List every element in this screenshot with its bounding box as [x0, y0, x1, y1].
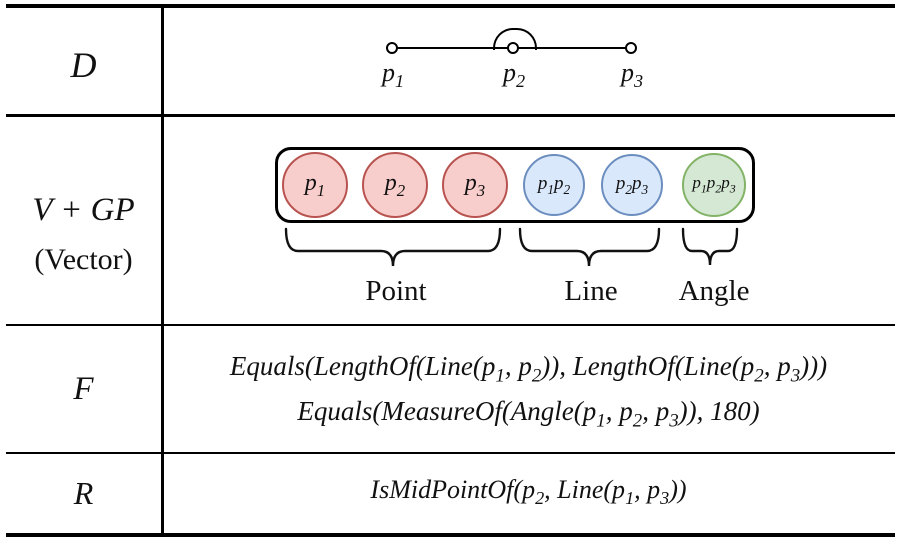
row-label-d: D: [70, 45, 97, 85]
row-label-vgp-sub: (Vector): [34, 243, 133, 276]
row-divider-f: [6, 452, 895, 454]
vector-circle-p2p3-label: p2p3: [615, 172, 649, 197]
column-divider: [161, 4, 164, 536]
formula-equals-measure: Equals(MeasureOf(Angle(p1, p2, p3)), 180…: [297, 396, 760, 432]
group-label-point: Point: [365, 275, 427, 307]
diagram-point-p3: [625, 42, 637, 54]
vector-box: [275, 147, 755, 223]
diagram-label-p3: p3: [620, 58, 644, 92]
relation-ismidpointof: IsMidPointOf(p2, Line(p1, p3)): [370, 475, 687, 509]
line-group-brace: [518, 227, 661, 267]
vector-circle-p1p2p3: p1p2p3: [682, 153, 746, 217]
vector-circle-p1-label: p1: [304, 169, 326, 200]
group-label-angle: Angle: [678, 275, 750, 307]
vector-circle-p2p3: p2p3: [601, 154, 663, 216]
row-label-f: F: [73, 371, 94, 407]
vector-circle-p2-label: p2: [384, 169, 406, 200]
diagram-label-p2: p2: [502, 58, 526, 92]
formula-equals-length: Equals(LengthOf(Line(p1, p2)), LengthOf(…: [229, 351, 828, 387]
vector-circle-p3: p3: [442, 152, 508, 218]
vector-circle-p3-label: p3: [464, 169, 486, 200]
diagram-point-p2: [507, 42, 519, 54]
row-divider-d: [6, 114, 895, 117]
diagram-label-p1: p1: [381, 58, 405, 92]
table-top-border: [6, 4, 895, 8]
vector-circle-p1p2p3-label: p1p2p3: [692, 173, 736, 196]
angle-group-brace: [681, 227, 739, 266]
vector-circle-p2: p2: [362, 152, 428, 218]
row-label-vgp: V + GP: [32, 192, 135, 228]
vector-circle-p1p2: p1p2: [523, 154, 585, 216]
vector-circle-p1p2-label: p1p2: [537, 172, 571, 197]
diagram-point-p1: [386, 42, 398, 54]
table-bottom-border: [6, 533, 895, 537]
row-label-r: R: [73, 475, 94, 511]
vector-circle-p1: p1: [282, 152, 348, 218]
row-divider-vgp: [6, 324, 895, 326]
point-group-brace: [284, 227, 502, 267]
group-label-line: Line: [564, 275, 618, 307]
